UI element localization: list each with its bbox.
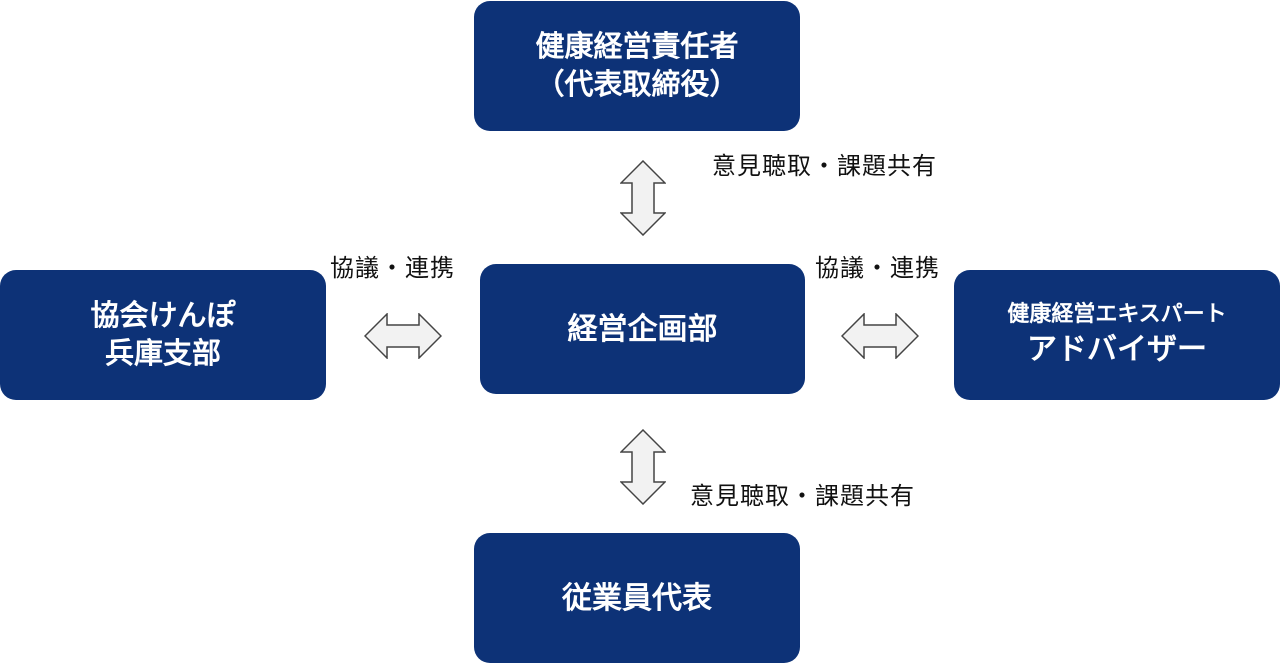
planning-department-title: 経営企画部 [567, 311, 718, 347]
label-right-cooperation: 協議・連携 [815, 254, 940, 282]
executive-subtitle: （代表取締役） [535, 67, 739, 101]
kyokai-kenpo-box: 協会けんぽ 兵庫支部 [0, 270, 326, 400]
planning-department-box: 経営企画部 [480, 264, 805, 394]
employee-representative-title: 従業員代表 [562, 580, 712, 616]
double-arrow-vertical-bottom-icon [620, 429, 666, 505]
kyokai-kenpo-title: 協会けんぽ [90, 298, 236, 333]
expert-advisor-title: 健康経営エキスパート [1007, 302, 1227, 328]
double-arrow-horizontal-left-icon [364, 313, 442, 359]
double-arrow-vertical-top-icon [620, 160, 666, 236]
label-left-cooperation: 協議・連携 [330, 254, 455, 282]
label-bottom-exchange: 意見聴取・課題共有 [690, 482, 915, 510]
executive-title: 健康経営責任者 [535, 29, 739, 64]
executive-box: 健康経営責任者 （代表取締役） [474, 1, 800, 131]
expert-advisor-role: アドバイザー [1027, 331, 1207, 367]
label-top-exchange: 意見聴取・課題共有 [712, 152, 937, 180]
double-arrow-horizontal-right-icon [841, 313, 919, 359]
kyokai-kenpo-branch: 兵庫支部 [104, 336, 221, 370]
employee-representative-box: 従業員代表 [474, 533, 800, 663]
expert-advisor-box: 健康経営エキスパート アドバイザー [954, 270, 1280, 400]
